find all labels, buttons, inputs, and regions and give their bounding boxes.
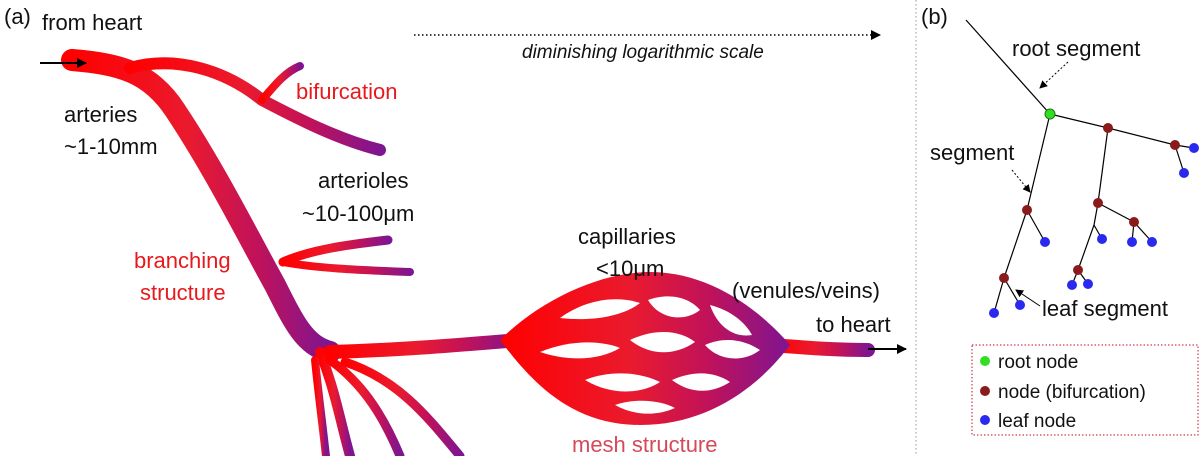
root-segment-label: root segment <box>1012 36 1140 61</box>
capillary-mesh <box>500 272 790 425</box>
root-node <box>1044 108 1056 120</box>
arteriole-lower <box>279 258 414 276</box>
structure-label: structure <box>140 280 226 305</box>
lower-branch-3 <box>340 357 465 456</box>
leaf-segment-label: leaf segment <box>1042 296 1168 321</box>
legend-leaf-label: leaf node <box>998 411 1076 432</box>
arteriole-upper <box>278 235 393 267</box>
leaf-nodes <box>989 143 1199 318</box>
bifurcation-nodes <box>999 123 1180 283</box>
legend-box <box>971 344 1199 436</box>
feeder-vessel <box>323 333 527 359</box>
arterioles-label: arterioles <box>318 168 408 193</box>
legend-node-swatch <box>980 386 990 396</box>
capillaries-size-label: <10μm <box>596 256 664 281</box>
branching-label: branching <box>134 248 231 273</box>
legend-node-label: node (bifurcation) <box>998 382 1146 403</box>
bifurcation-branch <box>258 62 304 104</box>
arterioles-size-label: ~10-100μm <box>302 201 414 226</box>
segment-pointer <box>1011 169 1031 193</box>
capillaries-label: capillaries <box>578 224 676 249</box>
legend: root node node (bifurcation) leaf node <box>971 344 1199 436</box>
segment-label: segment <box>930 140 1014 165</box>
arteries-label: arteries <box>64 102 137 127</box>
arteries-size-label: ~1-10mm <box>64 134 158 159</box>
bifurcation-label: bifurcation <box>296 79 398 104</box>
tree-nodes <box>989 108 1199 318</box>
legend-root-swatch <box>980 356 990 366</box>
legend-root-label: root node <box>998 352 1078 373</box>
panel-b-tag: (b) <box>921 4 948 29</box>
root-segment-pointer <box>1039 61 1069 89</box>
leaf-segment-pointer <box>1015 289 1041 307</box>
panel-a-tag: (a) <box>4 4 31 29</box>
lower-branch-4 <box>311 356 330 456</box>
to-heart-label: to heart <box>816 312 891 337</box>
scale-note: diminishing logarithmic scale <box>522 42 764 63</box>
from-heart-label: from heart <box>42 10 142 35</box>
legend-leaf-swatch <box>980 415 990 425</box>
mesh-structure-label: mesh structure <box>572 432 718 456</box>
lower-branch-1 <box>315 347 355 456</box>
mesh-holes <box>540 296 760 414</box>
venules-label: (venules/veins) <box>732 278 880 303</box>
lower-branch-2 <box>325 355 405 456</box>
